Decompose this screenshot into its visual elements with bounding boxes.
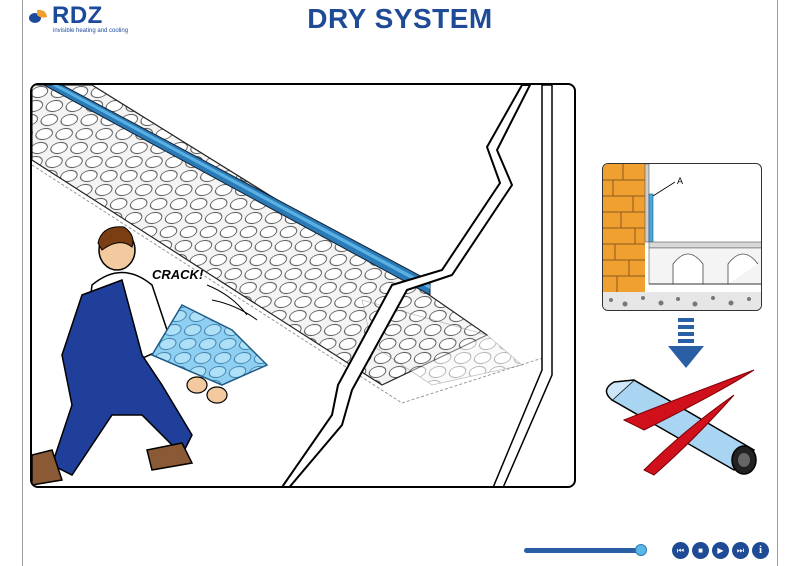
- main-illustration-panel: CRACK!: [30, 83, 576, 488]
- playback-controls: ⏮ ■ ▶ ⏭ i: [524, 540, 774, 562]
- info-button[interactable]: i: [752, 542, 769, 559]
- stop-button[interactable]: ■: [692, 542, 709, 559]
- next-button[interactable]: ⏭: [732, 542, 749, 559]
- page-frame: [22, 0, 778, 566]
- detail-cross-section-panel: A: [602, 163, 762, 311]
- cross-section-illustration: [603, 164, 761, 310]
- callout-label-a: A: [677, 176, 684, 186]
- logo-tagline: invisible heating and cooling: [53, 28, 129, 34]
- installation-illustration: [32, 85, 553, 486]
- play-button[interactable]: ▶: [712, 542, 729, 559]
- wall-corner: [281, 85, 532, 486]
- previous-button[interactable]: ⏮: [672, 542, 689, 559]
- rdz-logo: RDZ invisible heating and cooling: [28, 2, 138, 38]
- logo-mark-icon: [29, 9, 47, 23]
- crack-exclamation: CRACK!: [152, 267, 204, 282]
- no-membrane-roll-icon: [605, 369, 757, 476]
- down-arrow-icon: [668, 318, 704, 368]
- logo-text: RDZ: [52, 2, 103, 29]
- progress-bar[interactable]: [524, 548, 646, 553]
- worker-figure: [32, 226, 269, 486]
- progress-knob[interactable]: [635, 544, 648, 556]
- page-title: DRY SYSTEM: [307, 3, 493, 34]
